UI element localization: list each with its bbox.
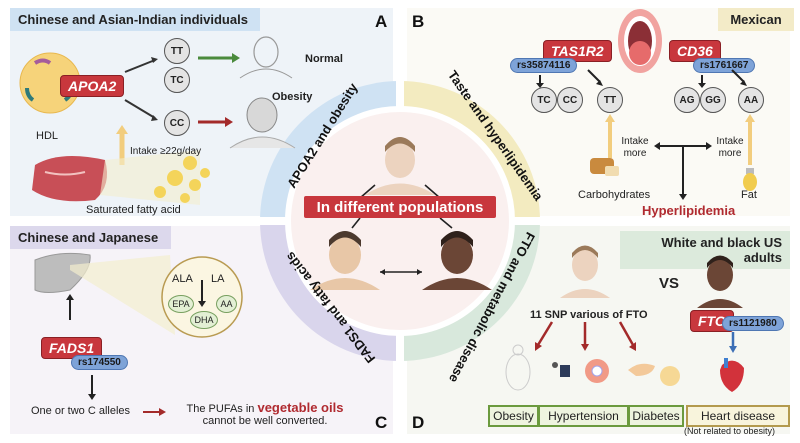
gene-cd36: CD36 <box>669 40 721 62</box>
fa-ala: ALA <box>172 273 193 285</box>
panel-letter-b: B <box>412 12 425 31</box>
oil-bottle-icon <box>743 168 757 191</box>
fa-la: LA <box>211 273 225 285</box>
population-tag-b: Mexican <box>718 8 794 31</box>
hdl-particle-icon <box>19 52 81 114</box>
carbohydrates-label: Carbohydrates <box>578 189 651 201</box>
person-normal-icon <box>239 36 293 79</box>
fat-label: Fat <box>741 189 757 201</box>
genotype-tc-b: TC <box>531 87 557 113</box>
vegetable-oils: vegetable oils <box>257 400 344 415</box>
genotype-gg: GG <box>700 87 726 113</box>
center-label: In different populations <box>304 196 496 218</box>
hdl-label: HDL <box>36 130 59 142</box>
fat-droplets-icon <box>154 156 210 203</box>
person-black-icon <box>697 255 743 308</box>
outcome-diabetes: Diabetes <box>628 405 684 427</box>
intake-more-right: Intake more <box>716 136 744 159</box>
fa-epa: EPA <box>168 295 194 313</box>
mouth-icon <box>618 9 662 73</box>
person-icon-left <box>310 231 380 290</box>
panel-d-graphics <box>505 245 744 392</box>
genotype-cc: CC <box>164 110 190 136</box>
genotype-aa: AA <box>738 87 764 113</box>
genotype-tt: TT <box>164 38 190 64</box>
gene-tas1r2: TAS1R2 <box>543 40 612 62</box>
pancreas-icon <box>628 363 680 386</box>
snp-rs35874116: rs35874116 <box>510 58 578 73</box>
genotype-tc: TC <box>164 67 190 93</box>
panel-c-graphics <box>34 252 243 416</box>
intake-more-left: Intake more <box>621 136 649 159</box>
obesity-label: Obesity <box>272 91 313 103</box>
body-outline-icon <box>505 344 531 391</box>
genotype-tt-b: TT <box>597 87 623 113</box>
genotype-ag: AG <box>674 87 700 113</box>
panel-letter-c: C <box>375 413 388 432</box>
center-circle <box>285 106 515 336</box>
person-obese-icon <box>229 97 296 149</box>
c-alleles-label: One or two C alleles <box>31 405 131 417</box>
intake-threshold: Intake ≥22g/day <box>130 146 202 157</box>
population-tag-c: Chinese and Japanese <box>10 226 171 249</box>
snp-rs1761667: rs1761667 <box>693 58 756 73</box>
snp-rs174550: rs174550 <box>71 355 128 370</box>
outcome-hypertension: Hypertension <box>538 405 629 427</box>
panel-b-arrows <box>536 69 757 200</box>
normal-label: Normal <box>305 53 343 65</box>
meat-icon <box>32 156 108 202</box>
hyperlipidemia-label: Hyperlipidemia <box>642 203 736 218</box>
population-tag-a: Chinese and Asian-Indian individuals <box>10 8 260 31</box>
person-white-icon <box>560 245 610 298</box>
panel-letter-d: D <box>412 413 425 432</box>
pufa-text: The PUFAs in vegetable oils cannot be we… <box>180 400 350 427</box>
snp-rs1121980: rs1121980 <box>722 316 784 331</box>
outcome-heart-disease: Heart disease <box>686 405 790 427</box>
panel-letter-a: A <box>375 12 388 31</box>
population-tag-d: White and black US adults <box>620 231 790 269</box>
snp-description: 11 SNP various of FTO <box>530 309 648 321</box>
pufa-suffix: cannot be well converted. <box>202 415 328 427</box>
blood-pressure-icon <box>552 362 570 377</box>
vs-label: VS <box>659 275 680 292</box>
genotype-cc-b: CC <box>557 87 583 113</box>
person-icon-right <box>422 231 492 290</box>
gene-apoa2: APOA2 <box>60 75 125 97</box>
bread-icon <box>590 158 619 176</box>
panel-a-arrows <box>32 36 296 205</box>
saturated-fatty-acid-label: Saturated fatty acid <box>86 204 181 216</box>
heart-icon <box>720 358 744 392</box>
artery-icon <box>585 359 609 383</box>
person-icon-top <box>365 137 435 195</box>
pufa-prefix: The PUFAs in <box>186 403 255 415</box>
fa-aa: AA <box>216 295 237 313</box>
heart-disease-note: (Not related to obesity) <box>684 426 776 436</box>
fa-dha: DHA <box>190 311 218 329</box>
outcome-obesity: Obesity <box>488 405 539 427</box>
